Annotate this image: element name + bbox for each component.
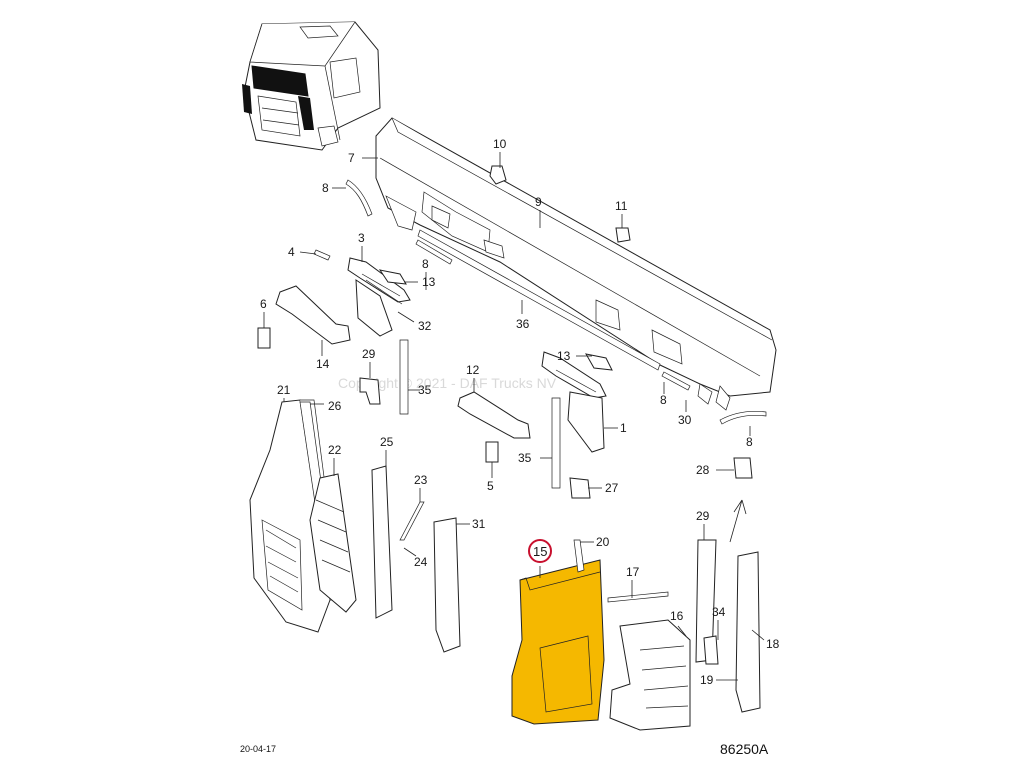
callout-35b: 35	[518, 451, 532, 465]
bracket-33	[703, 635, 719, 665]
callout-24: 24	[414, 555, 428, 569]
copyright-watermark: Copyright © 2021 - DAF Trucks NV	[338, 375, 557, 391]
callout-13a: 13	[422, 275, 436, 289]
callout-16: 16	[670, 609, 684, 623]
callout-19: 19	[700, 673, 714, 687]
bracket-30	[433, 517, 461, 653]
rubber-strip-mid	[661, 371, 691, 391]
callout-22: 22	[328, 443, 342, 457]
callout-6: 6	[260, 297, 267, 311]
callout-12: 12	[466, 363, 480, 377]
callout-33: 34	[712, 605, 726, 619]
bracket-left	[347, 257, 411, 337]
grille-frame-right	[609, 619, 691, 731]
callout-9: 9	[535, 195, 542, 209]
post-25	[371, 465, 393, 619]
callout-7: 7	[348, 151, 355, 165]
clip-5	[485, 441, 499, 463]
callout-29: 29	[696, 509, 710, 523]
grab-handle-left	[275, 285, 351, 345]
callout-31: 28	[696, 463, 710, 477]
callout-35a: 35	[418, 383, 432, 397]
gas-strut-right	[551, 397, 561, 489]
callout-8b: 8	[422, 257, 429, 271]
nut-11	[615, 227, 631, 243]
bracket-27	[569, 477, 591, 499]
callout-13b: 13	[557, 349, 571, 363]
rubber-strip-right	[719, 410, 767, 425]
bracket-right	[541, 351, 613, 453]
grille-frame-left	[309, 473, 357, 613]
bracket-28	[359, 377, 381, 405]
callout-8d: 8	[746, 435, 753, 449]
bracket-18	[735, 551, 761, 713]
callout-34: 32	[418, 319, 432, 333]
callout-3: 3	[358, 231, 365, 245]
screw-4	[313, 249, 331, 261]
callout-labels: 7 8 10 9 11 4 3 13 32 6 14 29 35 8 36 13…	[260, 137, 780, 687]
callout-32: 30	[678, 413, 692, 427]
clip-6	[257, 327, 271, 349]
callout-23: 23	[414, 473, 428, 487]
truck-cab-thumbnail	[242, 21, 381, 151]
callout-25: 25	[380, 435, 394, 449]
corner-panel-right-highlighted	[511, 559, 605, 725]
drawing-number: 86250A	[720, 741, 769, 757]
callout-18: 18	[766, 637, 780, 651]
clip-31	[733, 457, 753, 479]
grab-handle-right	[457, 391, 531, 439]
front-bumper	[375, 117, 777, 411]
callout-11: 11	[615, 199, 628, 213]
callout-14: 14	[316, 357, 330, 371]
date-code: 20-04-17	[240, 744, 276, 754]
callout-5: 5	[487, 479, 494, 493]
callout-8c: 8	[660, 393, 667, 407]
rod-23	[399, 501, 425, 541]
callout-26: 26	[328, 399, 342, 413]
bumper-strip	[417, 229, 661, 371]
strip-20	[573, 539, 585, 573]
leader-lines	[263, 152, 765, 681]
callout-30: 31	[472, 517, 486, 531]
rubber-strip-left	[345, 179, 373, 217]
gas-strut-left	[399, 339, 409, 415]
callout-27: 27	[605, 481, 619, 495]
highlight-circle	[528, 539, 552, 563]
callout-20: 20	[596, 535, 610, 549]
callout-36: 36	[516, 317, 530, 331]
callout-4: 4	[288, 245, 295, 259]
callout-15: 15	[533, 544, 547, 559]
callout-28: 29	[362, 347, 376, 361]
callout-21: 21	[277, 383, 291, 397]
callout-1: 1	[620, 421, 627, 435]
callout-10: 10	[493, 137, 507, 151]
callout-8a: 8	[322, 181, 329, 195]
rod-17	[607, 591, 669, 603]
callout-17: 17	[626, 565, 640, 579]
